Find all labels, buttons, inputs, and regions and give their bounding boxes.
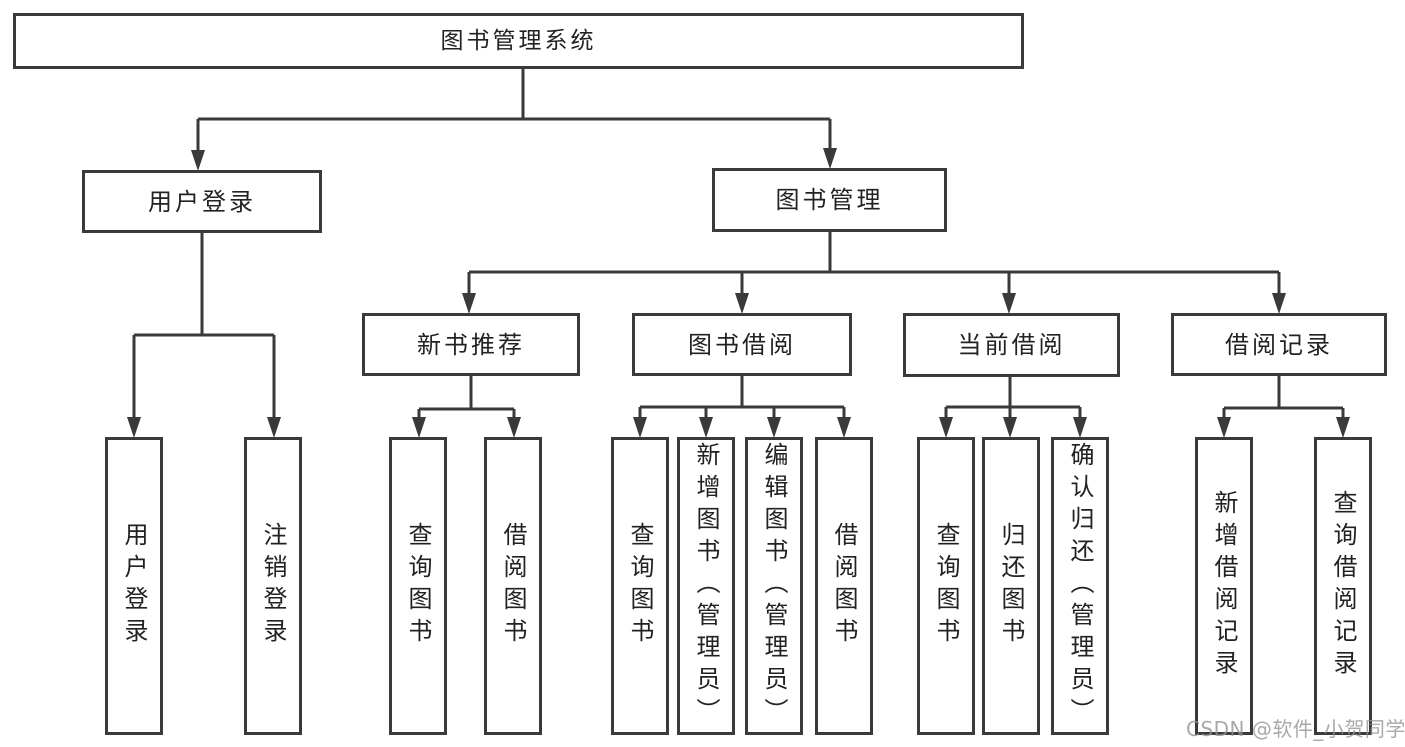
connector-root-to-level2 (191, 67, 837, 171)
node-book-management: 图书管理 (712, 168, 947, 232)
node-label: 新书推荐 (417, 330, 525, 359)
arrowhead (127, 417, 141, 438)
arrowhead (191, 150, 205, 171)
leaf-label: 编辑图书（管理员） (760, 442, 788, 730)
arrowhead (267, 417, 281, 438)
connector-borrow-records-to-leaves (1217, 376, 1350, 438)
arrowhead (735, 293, 749, 314)
leaf-query-borrow-record: 查询借阅记录 (1314, 437, 1372, 735)
arrowhead (1336, 417, 1350, 438)
node-label: 图书管理 (775, 186, 884, 214)
arrowhead (633, 417, 647, 438)
node-borrow-records: 借阅记录 (1171, 313, 1387, 376)
node-label: 图书借阅 (688, 330, 796, 359)
arrowhead (939, 417, 953, 438)
connector-recommend-to-leaves (412, 376, 521, 438)
arrowhead (1073, 417, 1087, 438)
arrowhead (1217, 417, 1231, 438)
arrowhead (412, 417, 426, 438)
leaf-logout-login: 注销登录 (244, 437, 302, 735)
arrowhead (699, 417, 713, 438)
node-label: 当前借阅 (957, 331, 1066, 359)
arrowhead (823, 148, 837, 169)
leaf-query-books-borrow: 查询图书 (611, 437, 669, 735)
arrowhead (462, 293, 476, 314)
arrowhead (837, 417, 851, 438)
node-book-borrow: 图书借阅 (632, 313, 852, 376)
connector-current-borrow-to-leaves (939, 377, 1087, 438)
arrowhead (1003, 417, 1017, 438)
leaf-label: 确认归还（管理员） (1066, 442, 1094, 730)
leaf-label: 借阅图书 (499, 522, 527, 650)
arrowhead (1002, 293, 1016, 314)
leaf-borrow-books-recommend: 借阅图书 (484, 437, 542, 735)
leaf-user-login: 用户登录 (105, 437, 163, 735)
leaf-edit-books-admin: 编辑图书（管理员） (745, 437, 803, 735)
leaf-label: 查询图书 (626, 522, 654, 650)
csdn-watermark: CSDN @软件_小贺同学 (1186, 717, 1405, 741)
arrowhead (1272, 293, 1286, 314)
node-label: 借阅记录 (1225, 330, 1333, 359)
leaf-add-books-admin: 新增图书（管理员） (677, 437, 735, 735)
leaf-label: 查询图书 (932, 522, 960, 650)
node-new-book-recommend: 新书推荐 (362, 313, 580, 376)
leaf-label: 注销登录 (259, 522, 287, 650)
leaf-borrow-books: 借阅图书 (815, 437, 873, 735)
connector-user-login-to-leaves (127, 233, 281, 438)
leaf-label: 归还图书 (997, 522, 1025, 650)
node-label: 图书管理系统 (440, 27, 597, 54)
node-current-borrow: 当前借阅 (903, 313, 1120, 377)
leaf-query-books-current: 查询图书 (917, 437, 975, 735)
leaf-label: 用户登录 (120, 522, 148, 650)
leaf-label: 新增借阅记录 (1210, 490, 1238, 682)
leaf-label: 查询图书 (404, 522, 432, 650)
leaf-label: 新增图书（管理员） (692, 442, 720, 730)
leaf-add-borrow-record: 新增借阅记录 (1195, 437, 1253, 735)
leaf-confirm-return-admin: 确认归还（管理员） (1051, 437, 1109, 735)
leaf-label: 查询借阅记录 (1329, 490, 1357, 682)
connector-book-management-to-level3 (462, 232, 1286, 314)
leaf-query-books-recommend: 查询图书 (389, 437, 447, 735)
leaf-label: 借阅图书 (830, 522, 858, 650)
node-label: 用户登录 (148, 187, 256, 216)
arrowhead (507, 417, 521, 438)
node-user-login: 用户登录 (82, 170, 322, 233)
leaf-return-books: 归还图书 (982, 437, 1040, 735)
connector-book-borrow-to-leaves (633, 376, 851, 438)
arrowhead (767, 417, 781, 438)
node-root-library-system: 图书管理系统 (13, 13, 1024, 69)
